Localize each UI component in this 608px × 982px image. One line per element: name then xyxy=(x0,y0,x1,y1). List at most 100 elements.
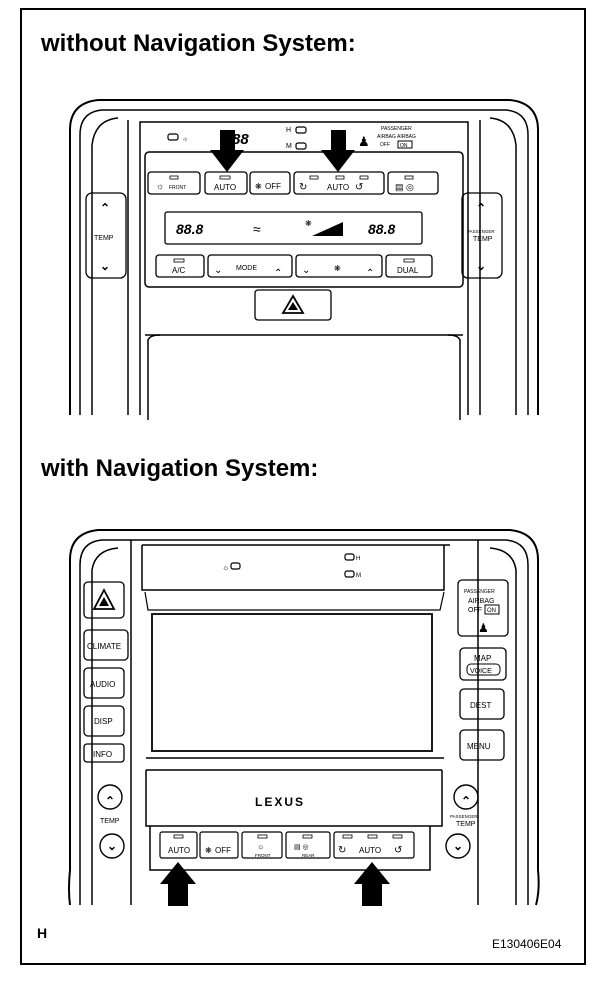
ac-button[interactable]: A/C xyxy=(155,254,205,278)
sensor-icon: ☼ xyxy=(182,136,188,143)
info-button[interactable]: INFO xyxy=(83,743,125,763)
mode-rocker[interactable]: ⌄ MODE ⌃ xyxy=(207,254,293,279)
air-intake-auto-button-b[interactable]: ↻ AUTO ↺ xyxy=(333,831,415,859)
chevron-down-icon[interactable]: ⌄ xyxy=(100,259,110,273)
airbag-label-line1: PASSENGER xyxy=(381,126,412,132)
disp-label: DISP xyxy=(94,717,113,726)
temp-rocker-left[interactable] xyxy=(85,192,127,279)
dest-button[interactable]: DEST xyxy=(459,688,505,720)
fan-speed-rocker[interactable]: ⌄ ❋ ⌃ xyxy=(295,254,383,279)
figure-frame xyxy=(20,8,586,965)
heading-with-navigation: with Navigation System: xyxy=(41,455,319,482)
climate-label: CLIMATE xyxy=(87,642,121,651)
airflow-icon: ≈ xyxy=(253,221,261,237)
front-defrost-button-b[interactable]: ☼ FRONT xyxy=(241,831,283,859)
dual-button[interactable]: DUAL xyxy=(385,254,433,278)
brand-logo: LEXUS xyxy=(255,795,305,809)
dual-label: DUAL xyxy=(397,266,419,275)
chevron-up-icon: ⌃ xyxy=(461,794,471,808)
map-voice-button[interactable]: MAP VOICE xyxy=(459,647,507,681)
rear-defrost-button[interactable]: ▤ ◎ xyxy=(387,171,439,195)
climate-button[interactable]: CLIMATE xyxy=(83,629,129,661)
panel-a-button-row-1: ☼ FRONT AUTO ❋ OFF ↻ AUTO ↺ ▤ ◎ xyxy=(147,171,439,195)
chevron-down-icon[interactable]: ⌄ xyxy=(214,265,222,276)
audio-button[interactable]: AUDIO xyxy=(83,667,125,699)
info-label: INFO xyxy=(93,750,112,759)
airbag-label-line1: PASSENGER xyxy=(464,589,495,595)
panel-a-temp-left: ⌃ TEMP ⌄ xyxy=(85,192,127,279)
temp-left-label: TEMP xyxy=(100,818,120,825)
mode-label: MODE xyxy=(236,265,257,272)
airbag-off-label: OFF xyxy=(468,607,482,614)
passenger-temp-label-line2: TEMP xyxy=(473,236,493,243)
indicator-m-lamp xyxy=(344,570,355,578)
panel-a-arrows xyxy=(210,130,355,172)
menu-button[interactable]: MENU xyxy=(459,729,505,761)
temp-rocker-right[interactable] xyxy=(461,192,503,279)
chevron-up-icon[interactable]: ⌃ xyxy=(100,201,110,215)
fresh-air-icon: ↺ xyxy=(394,845,402,856)
passenger-airbag-indicator: PASSENGER AIRBAG OFF ON ♟ xyxy=(457,579,509,637)
audio-label: AUDIO xyxy=(90,680,115,689)
auto-left-label: AUTO xyxy=(168,846,190,855)
fan-off-label: OFF xyxy=(265,182,281,191)
chevron-up-icon[interactable]: ⌃ xyxy=(366,268,374,279)
fan-speed-icon: ❋ xyxy=(305,219,312,228)
rear-defrost-icon: ▤ ◎ xyxy=(294,844,309,851)
temp-up-button-right[interactable] xyxy=(453,784,479,810)
air-intake-auto-button[interactable]: ↻ AUTO ↺ xyxy=(293,171,385,195)
pointer-arrow-auto-left xyxy=(210,130,244,172)
voice-label: VOICE xyxy=(470,668,492,675)
fan-off-button[interactable]: ❋ OFF xyxy=(249,171,291,195)
passenger-seat-icon: ♟ xyxy=(358,134,370,149)
panel-without-navigation xyxy=(69,99,539,420)
climate-display xyxy=(164,211,423,245)
recirculate-icon: ↻ xyxy=(299,182,307,193)
auto-button-left[interactable]: AUTO xyxy=(204,171,248,195)
front-defrost-label: FRONT xyxy=(169,185,186,191)
navigation-screen[interactable] xyxy=(151,613,433,752)
sensor-icon: ☼ xyxy=(222,563,229,572)
temp-up-button-left[interactable] xyxy=(97,784,123,810)
fan-speed-bar xyxy=(312,222,343,236)
temp-down-button-left[interactable] xyxy=(99,833,125,859)
rear-defrost-button-b[interactable]: ▤ ◎ REAR xyxy=(285,831,331,859)
defrost-icon: ☼ xyxy=(156,181,164,191)
chevron-down-icon: ⌄ xyxy=(107,839,117,853)
chevron-down-icon[interactable]: ⌄ xyxy=(302,265,310,276)
hazard-button-a[interactable] xyxy=(254,289,332,321)
fan-icon: ❋ xyxy=(334,264,341,273)
indicator-m-lamp xyxy=(295,142,307,150)
chevron-down-icon: ⌄ xyxy=(453,839,463,853)
recirculate-icon: ↻ xyxy=(338,845,346,856)
figure-code: E130406E04 xyxy=(492,937,562,951)
temp-down-button-right[interactable] xyxy=(445,833,471,859)
chevron-up-icon[interactable]: ⌃ xyxy=(274,268,282,279)
fan-off-button-b[interactable]: ❋ OFF xyxy=(199,831,239,859)
chevron-down-icon[interactable]: ⌄ xyxy=(476,259,486,273)
dest-label: DEST xyxy=(470,701,491,710)
passenger-temp-label-line1: PASSENGER xyxy=(467,229,495,234)
airbag-on-label: ON xyxy=(487,608,496,614)
panel-b-climate-row: AUTO ❋ OFF ☼ FRONT ▤ ◎ REAR ↻ AUTO ↺ xyxy=(159,831,415,859)
panel-a-temp-right: ⌃ PASSENGER TEMP ⌄ xyxy=(461,192,503,279)
auto-left-label: AUTO xyxy=(214,183,236,192)
indicator-h-label: H xyxy=(286,127,291,134)
auto-button-left-b[interactable]: AUTO xyxy=(159,831,198,859)
indicator-h-lamp xyxy=(295,126,307,134)
display-temp-left: 88.8 xyxy=(176,221,203,237)
panel-b-indicators: ☼ H M xyxy=(222,553,361,579)
chevron-up-icon[interactable]: ⌃ xyxy=(476,201,486,215)
top-display-digits: 88 xyxy=(232,131,249,148)
airbag-on-label: ON xyxy=(400,143,408,149)
fan-icon: ❋ xyxy=(255,182,262,191)
front-defrost-button[interactable]: ☼ FRONT xyxy=(147,171,201,195)
hazard-icon xyxy=(281,294,305,314)
auto-right-label: AUTO xyxy=(359,846,381,855)
map-label: MAP xyxy=(474,654,491,663)
pointer-arrow-auto-left xyxy=(160,862,196,906)
hazard-button-b[interactable] xyxy=(83,581,125,619)
auto-right-label: AUTO xyxy=(327,183,349,192)
disp-button[interactable]: DISP xyxy=(83,705,125,737)
